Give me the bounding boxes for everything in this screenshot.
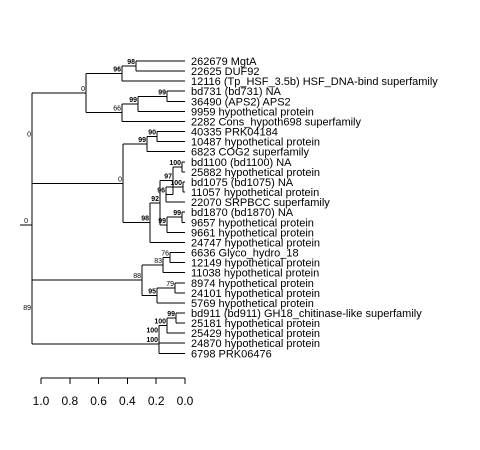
leaf-label-6798: 6798 PRK06476 [191, 348, 272, 360]
bootstrap-n12: 100 [170, 180, 182, 187]
bootstrap-n6: 0 [81, 86, 85, 93]
bootstrap-n24: 99 [167, 311, 175, 318]
leaf-label-bd1075: bd1075 (bd1075) NA [191, 177, 294, 189]
bootstrap-n26: 100 [146, 327, 158, 334]
bootstrap-values: 9896999966090990100971009692999998076838… [23, 59, 182, 344]
leaf-label-6823: 6823 COG2 superfamily [191, 147, 309, 159]
axis-tick-label: 0.0 [177, 394, 194, 408]
bootstrap-n15: 99 [173, 210, 181, 217]
bootstrap-n21: 88 [133, 273, 141, 280]
leaf-label-9661: 9661 hypothetical protein [191, 227, 314, 239]
bootstrap-n11: 97 [164, 174, 172, 181]
bootstrap-n17: 98 [141, 216, 149, 223]
leaf-label-24101: 24101 hypothetical protein [191, 288, 320, 300]
bootstrap-n13: 96 [157, 188, 165, 195]
leaf-label-9657: 9657 hypothetical protein [191, 217, 314, 229]
leaf-label-25882: 25882 hypothetical protein [191, 167, 320, 179]
bootstrap-n2: 96 [113, 67, 121, 74]
tree-branches [20, 60, 185, 354]
bootstrap-n20: 83 [154, 258, 162, 265]
bootstrap-n5: 66 [113, 106, 121, 113]
leaf-label-2282: 2282 Cons_hypoth698 superfamily [191, 116, 362, 128]
leaf-label-bd1100: bd1100 (bd1100) NA [191, 157, 292, 169]
leaf-label-36490: 36490 (APS2) APS2 [191, 96, 291, 108]
leaf-label-25429: 25429 hypothetical protein [191, 328, 320, 340]
axis-tick-label: 1.0 [33, 394, 50, 408]
bootstrap-n16: 99 [158, 218, 166, 225]
axis-tick-label: 0.4 [119, 394, 136, 408]
axis-tick-label: 0.6 [90, 394, 107, 408]
leaf-label-24870: 24870 hypothetical protein [191, 338, 320, 350]
leaf-label-8974: 8974 hypothetical protein [191, 278, 314, 290]
leaf-label-11057: 11057 hypothetical protein [191, 187, 319, 199]
leaf-label-6636: 6636 Glyco_hydro_18 [191, 248, 299, 260]
bootstrap-n10: 100 [169, 160, 181, 167]
leaf-label-5769: 5769 hypothetical protein [191, 298, 314, 310]
leaf-label-40335: 40335 PRK04184 [191, 127, 278, 139]
leaf-label-9959: 9959 hypothetical protein [191, 106, 314, 118]
bootstrap-n8: 99 [138, 137, 146, 144]
bootstrap-n14: 92 [151, 196, 159, 203]
leaf-label-12149: 12149 hypothetical protein [191, 258, 320, 270]
leaf-label-25181: 25181 hypothetical protein [191, 318, 320, 330]
bootstrap-root: 0 [24, 218, 28, 225]
leaf-label-bd731: bd731 (bd731) NA [191, 86, 282, 98]
bootstrap-n27: 100 [146, 337, 158, 344]
bootstrap-n1: 98 [127, 59, 135, 66]
leaf-label-bd911: bd911 (bd911) GH18_chitinase-like superf… [191, 308, 422, 320]
leaf-label-bd1870: bd1870 (bd1870) NA [191, 207, 294, 219]
bootstrap-n23: 95 [148, 288, 156, 295]
bootstrap-n22: 79 [166, 281, 174, 288]
bootstrap-n25: 100 [154, 319, 166, 326]
leaf-label-262679: 262679 MgtA [191, 56, 257, 68]
bootstrap-n19: 76 [161, 251, 169, 258]
bootstrap-n28: 89 [23, 305, 31, 312]
leaf-label-11038: 11038 hypothetical protein [191, 268, 319, 280]
scale-axis: 1.0 0.8 0.6 0.4 0.2 0.0 [33, 377, 194, 408]
bootstrap-n9: 0 [118, 176, 122, 183]
axis-tick-label: 0.8 [61, 394, 78, 408]
bootstrap-n18: 0 [27, 131, 31, 138]
leaf-label-10487: 10487 hypothetical protein [191, 137, 320, 149]
axis-tick-label: 0.2 [148, 394, 165, 408]
bootstrap-n4: 99 [129, 97, 137, 104]
leaf-label-22625: 22625 DUF92 [191, 66, 260, 78]
leaf-label-24747: 24747 hypothetical protein [191, 237, 320, 249]
bootstrap-n3: 99 [158, 89, 166, 96]
bootstrap-n7: 90 [148, 130, 156, 137]
leaf-label-22070: 22070 SRPBCC superfamily [191, 197, 330, 209]
leaf-label-12116: 12116 (Tp_HSF_3.5b) HSF_DNA-bind superfa… [191, 76, 438, 88]
